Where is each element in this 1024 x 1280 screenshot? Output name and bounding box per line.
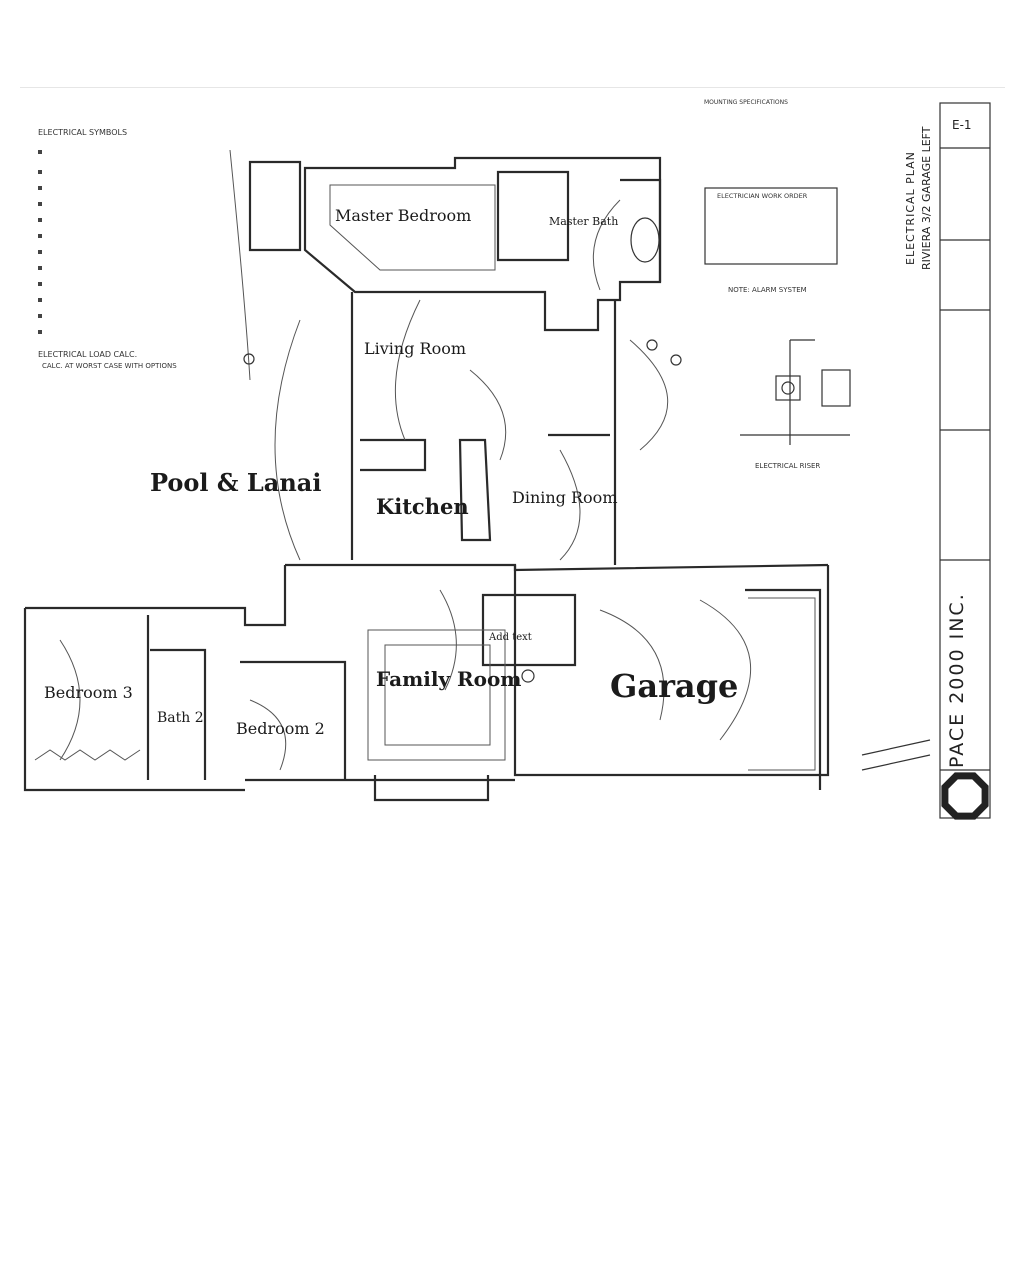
tray-ceiling-family — [367, 629, 506, 761]
wall-master-suite — [303, 156, 662, 332]
wall-master-closet — [248, 160, 302, 252]
riser-panel — [821, 369, 851, 407]
fixture-4 — [521, 669, 535, 683]
room-label-bedroom-2: Bedroom 2 — [236, 719, 325, 738]
wall-master-bath-inner — [496, 170, 570, 262]
plan-title: ELECTRICAL PLAN — [904, 151, 917, 265]
fixture-2 — [646, 339, 658, 351]
fixture-3 — [670, 354, 682, 366]
sheet-number: E-1 — [952, 118, 972, 132]
title-block-dividers — [940, 147, 990, 771]
alarm-note: NOTE: ALARM SYSTEM — [728, 286, 807, 294]
wall-family-bay — [373, 775, 490, 802]
wiring-12 — [229, 149, 251, 381]
wiring-9 — [249, 699, 287, 771]
tray-ceiling-family-inner — [384, 644, 491, 746]
room-label-master-bedroom: Master Bedroom — [335, 206, 472, 225]
wall-bath2 — [150, 648, 207, 780]
add-text-label[interactable]: Add text — [489, 632, 532, 643]
room-label-garage: Garage — [610, 667, 739, 705]
wall-garage — [513, 565, 830, 777]
wiring-4 — [559, 449, 581, 561]
wall-foyer — [481, 593, 577, 667]
legend-load-sub: CALC. AT WORST CASE WITH OPTIONS — [42, 362, 177, 370]
room-label-family-room: Family Room — [376, 667, 522, 691]
mounting-title: MOUNTING SPECIFICATIONS — [704, 99, 788, 106]
room-label-bath-2: Bath 2 — [157, 710, 204, 726]
room-label-kitchen: Kitchen — [376, 494, 469, 519]
city-stamp — [861, 739, 931, 771]
wall-island — [458, 438, 492, 542]
window-pattern — [34, 749, 141, 761]
wall-lower-top — [285, 563, 829, 572]
riser-meter-dial — [781, 381, 795, 395]
room-label-bedroom-3: Bedroom 3 — [44, 683, 133, 702]
legend-load-title: ELECTRICAL LOAD CALC. — [38, 350, 138, 359]
plan-model: RIVIERA 3/2 GARAGE LEFT — [920, 126, 933, 270]
room-label-dining-room: Dining Room — [512, 488, 618, 507]
logo-inner — [948, 779, 982, 813]
work-order-title: ELECTRICIAN WORK ORDER — [717, 192, 808, 200]
wiring-11 — [592, 199, 621, 291]
wall-kitchen — [360, 438, 427, 472]
riser-meter — [775, 375, 801, 401]
wiring-8 — [59, 639, 81, 761]
room-label-pool-lanai: Pool & Lanai — [150, 468, 322, 497]
wall-bedroom-box — [23, 608, 245, 792]
wall-bedroom2 — [240, 660, 347, 780]
wiring-3 — [469, 369, 507, 461]
garage-outline — [748, 597, 816, 771]
wiring-10 — [629, 339, 669, 451]
wall-tub — [620, 178, 662, 282]
top-divider — [20, 87, 1005, 88]
wall-garage-door — [745, 588, 822, 790]
tray-ceiling-master — [329, 184, 496, 271]
room-label-master-bath: Master Bath — [549, 215, 619, 228]
work-order-frame — [704, 187, 838, 265]
room-label-living-room: Living Room — [364, 339, 467, 358]
wiring-5 — [439, 589, 457, 691]
firm-name: PACE 2000 INC. — [946, 592, 968, 768]
riser-lines — [740, 339, 850, 445]
wiring-7 — [699, 599, 752, 741]
wall-bedrooms — [25, 565, 287, 627]
riser-title: ELECTRICAL RISER — [755, 462, 821, 470]
legend-symbols-title: ELECTRICAL SYMBOLS — [38, 128, 128, 137]
bathtub — [630, 217, 660, 263]
wiring-1 — [274, 319, 301, 561]
wiring-2 — [394, 299, 421, 441]
fixture-1 — [243, 353, 255, 365]
wiring-6 — [599, 609, 665, 721]
legend-marks — [38, 150, 42, 154]
